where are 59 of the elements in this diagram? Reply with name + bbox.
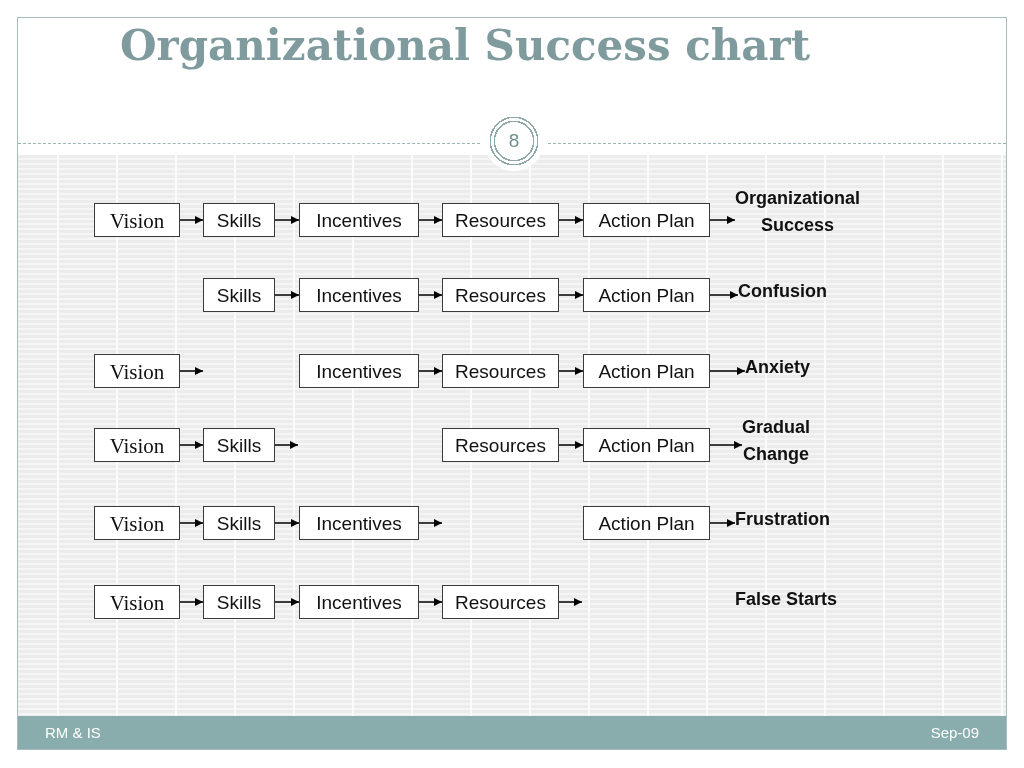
arrow: [418, 367, 443, 375]
process-box: Action Plan: [583, 354, 710, 388]
process-box: Vision: [94, 354, 180, 388]
process-box: Incentives: [299, 506, 419, 540]
process-box: Action Plan: [583, 278, 710, 312]
arrow: [709, 291, 739, 299]
arrow: [709, 519, 736, 527]
process-box: Resources: [442, 203, 559, 237]
outcome-text: Gradual Change: [742, 414, 811, 468]
outcome-text: Frustration: [735, 506, 830, 533]
process-box: Incentives: [299, 585, 419, 619]
arrow: [558, 291, 584, 299]
arrow: [709, 216, 736, 224]
process-box: Skills: [203, 203, 275, 237]
arrow: [274, 598, 300, 606]
arrow: [558, 367, 584, 375]
process-box: Vision: [94, 203, 180, 237]
outcome-text: Anxiety: [745, 354, 811, 381]
process-box: Skills: [203, 506, 275, 540]
process-box: Action Plan: [583, 428, 710, 462]
arrow: [418, 291, 443, 299]
arrow: [558, 598, 583, 606]
arrow: [274, 519, 300, 527]
slide-title: Organizational Success chart: [120, 20, 811, 72]
arrow: [179, 216, 204, 224]
arrow: [418, 598, 443, 606]
footer-text: RM & IS: [45, 724, 101, 741]
arrow: [179, 519, 204, 527]
arrow: [418, 519, 443, 527]
arrow: [274, 441, 299, 449]
process-box: Incentives: [299, 354, 419, 388]
outcome-text: Confusion: [738, 278, 827, 305]
process-box: Action Plan: [583, 203, 710, 237]
process-box: Skills: [203, 585, 275, 619]
process-box: Resources: [442, 428, 559, 462]
process-box: Incentives: [299, 203, 419, 237]
arrow: [558, 441, 584, 449]
footer-date: Sep-09: [930, 724, 979, 741]
arrow: [418, 216, 443, 224]
process-box: Resources: [442, 354, 559, 388]
process-box: Skills: [203, 278, 275, 312]
arrow: [274, 216, 300, 224]
arrow: [179, 598, 204, 606]
arrow: [709, 441, 743, 449]
process-box: Vision: [94, 428, 180, 462]
arrow: [709, 367, 746, 375]
process-box: Vision: [94, 585, 180, 619]
outcome-text: False Starts: [735, 586, 838, 613]
arrow: [558, 216, 584, 224]
process-box: Resources: [442, 278, 559, 312]
process-box: Skills: [203, 428, 275, 462]
process-box: Resources: [442, 585, 559, 619]
process-box: Vision: [94, 506, 180, 540]
arrow: [274, 291, 300, 299]
process-box: Incentives: [299, 278, 419, 312]
outcome-text: Organizational Success: [735, 185, 860, 239]
arrow: [179, 441, 204, 449]
arrow: [179, 367, 204, 375]
process-box: Action Plan: [583, 506, 710, 540]
